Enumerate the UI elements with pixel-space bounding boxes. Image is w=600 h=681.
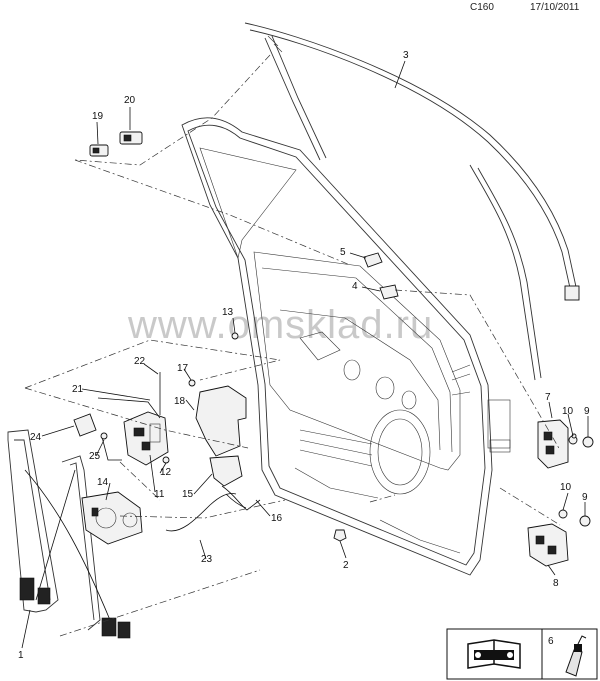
callout-7: 7 (545, 392, 551, 403)
callout-14: 14 (97, 477, 109, 488)
callout-2: 2 (343, 560, 349, 571)
construction-lines (24, 54, 561, 637)
screw-2 (333, 529, 347, 542)
callout-21: 21 (72, 384, 84, 395)
callout-24: 24 (30, 432, 42, 443)
callout-8: 8 (553, 578, 559, 589)
door-clip-5 (363, 252, 383, 268)
callout-10-upper: 10 (562, 406, 574, 417)
upper-hinge-7 (537, 419, 569, 469)
callout-12: 12 (160, 467, 172, 478)
screw-13 (231, 332, 239, 340)
diagram-date: 17/10/2011 (530, 2, 580, 13)
window-regulator-1 (7, 429, 131, 639)
callout-3: 3 (403, 50, 409, 61)
lower-hinge-8 (527, 523, 569, 567)
callout-17: 17 (177, 363, 189, 374)
callout-10-lower: 10 (560, 482, 572, 493)
screw-17 (188, 379, 196, 387)
lock-rods (97, 372, 161, 461)
callout-11: 11 (154, 489, 165, 500)
callout-15: 15 (182, 489, 194, 500)
callout-22: 22 (134, 356, 146, 367)
lock-cover-18 (195, 385, 247, 457)
callout-9-lower: 9 (582, 492, 588, 503)
manual-book-icon (467, 639, 521, 669)
callout-13: 13 (222, 307, 234, 318)
callout-18: 18 (174, 396, 186, 407)
callout-5: 5 (340, 247, 346, 258)
connector-19 (89, 144, 109, 157)
callout-1: 1 (18, 650, 24, 661)
lock-bracket-24 (73, 413, 97, 437)
door-shell (181, 117, 511, 576)
callout-25: 25 (89, 451, 101, 462)
callout-19: 19 (92, 111, 104, 122)
window-motor-14 (81, 491, 143, 545)
cable-16 (221, 485, 261, 511)
callout-23: 23 (201, 554, 213, 565)
screw-25 (100, 432, 108, 440)
leader-lines (21, 60, 589, 649)
cable-23 (165, 493, 237, 532)
watermark-text: www.omsklad.ru (127, 303, 433, 347)
legend-box: 6 (446, 628, 598, 680)
callout-9-upper: 9 (584, 406, 590, 417)
connector-20 (119, 131, 143, 145)
window-run-channel (244, 22, 580, 381)
grease-cartridge-icon (565, 635, 587, 677)
door-lock-11 (123, 411, 169, 466)
callout-4: 4 (352, 281, 358, 292)
diagram-code: C160 (470, 2, 494, 13)
callout-20: 20 (124, 95, 136, 106)
bracket-15 (209, 455, 243, 487)
screw-12 (162, 456, 170, 464)
door-clip-4 (379, 284, 399, 300)
callout-16: 16 (271, 513, 283, 524)
callout-labels: 3 5 4 7 10 9 10 9 8 2 13 17 18 22 21 24 … (18, 50, 590, 661)
legend-label-6: 6 (548, 636, 554, 647)
